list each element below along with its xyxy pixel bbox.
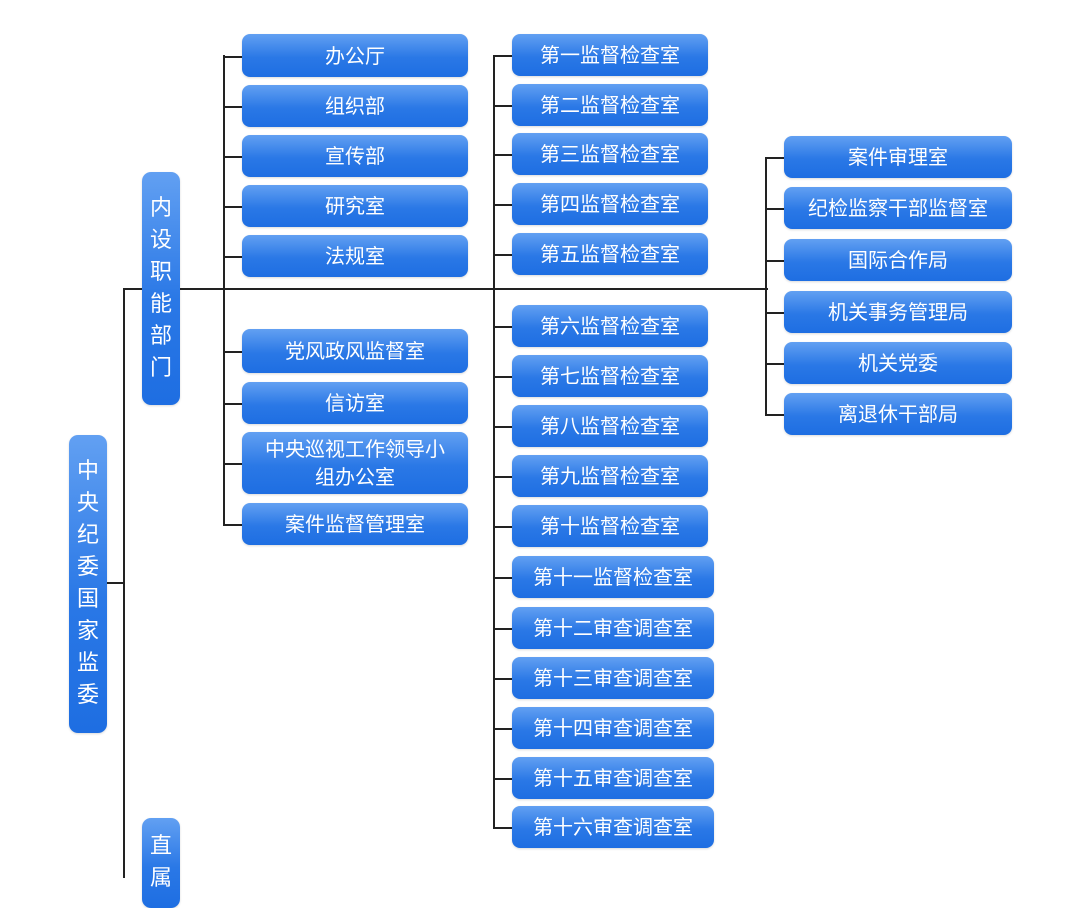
dept-box[interactable]: 研究室 — [242, 185, 468, 227]
dept-box[interactable]: 机关事务管理局 — [784, 291, 1012, 333]
inspection-office-box[interactable]: 第九监督检查室 — [512, 455, 708, 497]
dept-box[interactable]: 信访室 — [242, 382, 468, 424]
connector-line — [765, 157, 767, 415]
connector-line — [765, 157, 784, 159]
inspection-office-box[interactable]: 第十六审查调查室 — [512, 806, 714, 848]
connector-line — [223, 524, 242, 526]
dept-box[interactable]: 中央巡视工作领导小 组办公室 — [242, 432, 468, 494]
dept-box[interactable]: 国际合作局 — [784, 239, 1012, 281]
inspection-office-box[interactable]: 第六监督检查室 — [512, 305, 708, 347]
root-node[interactable]: 中央纪委国家监委 — [69, 435, 107, 733]
branch-direct-units[interactable]: 直属 — [142, 818, 180, 908]
dept-box[interactable]: 纪检监察干部监督室 — [784, 187, 1012, 229]
connector-line — [106, 582, 124, 584]
connector-line — [493, 426, 512, 428]
inspection-office-box[interactable]: 第十一监督检查室 — [512, 556, 714, 598]
connector-line — [765, 208, 784, 210]
branch-internal-departments[interactable]: 内设职能部门 — [142, 172, 180, 405]
inspection-office-box[interactable]: 第十监督检查室 — [512, 505, 708, 547]
inspection-office-box[interactable]: 第七监督检查室 — [512, 355, 708, 397]
dept-box[interactable]: 法规室 — [242, 235, 468, 277]
inspection-office-box[interactable]: 第三监督检查室 — [512, 133, 708, 175]
inspection-office-box[interactable]: 第二监督检查室 — [512, 84, 708, 126]
inspection-office-box[interactable]: 第十四审查调查室 — [512, 707, 714, 749]
connector-line — [493, 678, 512, 680]
inspection-office-box[interactable]: 第四监督检查室 — [512, 183, 708, 225]
dept-box[interactable]: 案件审理室 — [784, 136, 1012, 178]
dept-box[interactable]: 机关党委 — [784, 342, 1012, 384]
connector-line — [223, 463, 242, 465]
inspection-office-box[interactable]: 第十三审查调查室 — [512, 657, 714, 699]
connector-line — [765, 363, 784, 365]
connector-line — [223, 55, 225, 524]
connector-line — [493, 728, 512, 730]
connector-line — [493, 326, 512, 328]
connector-line — [493, 154, 512, 156]
connector-line — [765, 414, 784, 416]
connector-line — [493, 526, 512, 528]
dept-box[interactable]: 宣传部 — [242, 135, 468, 177]
connector-line — [493, 204, 512, 206]
connector-line — [493, 577, 512, 579]
inspection-office-box[interactable]: 第五监督检查室 — [512, 233, 708, 275]
connector-line — [223, 106, 242, 108]
dept-box[interactable]: 组织部 — [242, 85, 468, 127]
dept-box[interactable]: 离退休干部局 — [784, 393, 1012, 435]
connector-line — [223, 351, 242, 353]
connector-line — [493, 827, 512, 829]
connector-line — [180, 288, 768, 290]
inspection-office-box[interactable]: 第八监督检查室 — [512, 405, 708, 447]
connector-line — [223, 256, 242, 258]
connector-line — [493, 254, 512, 256]
connector-line — [223, 55, 242, 58]
connector-line — [765, 260, 784, 262]
dept-box[interactable]: 案件监督管理室 — [242, 503, 468, 545]
connector-line — [493, 778, 512, 780]
connector-line — [765, 312, 784, 314]
connector-line — [493, 628, 512, 630]
connector-line — [223, 206, 242, 208]
connector-line — [123, 288, 143, 290]
dept-box[interactable]: 党风政风监督室 — [242, 329, 468, 373]
inspection-office-box[interactable]: 第一监督检查室 — [512, 34, 708, 76]
connector-line — [223, 403, 242, 405]
connector-line — [493, 55, 512, 57]
connector-line — [123, 288, 125, 878]
connector-line — [493, 376, 512, 378]
connector-line — [223, 156, 242, 158]
inspection-office-box[interactable]: 第十五审查调查室 — [512, 757, 714, 799]
inspection-office-box[interactable]: 第十二审查调查室 — [512, 607, 714, 649]
connector-line — [493, 55, 495, 828]
connector-line — [493, 105, 512, 107]
connector-line — [493, 476, 512, 478]
dept-box[interactable]: 办公厅 — [242, 34, 468, 77]
